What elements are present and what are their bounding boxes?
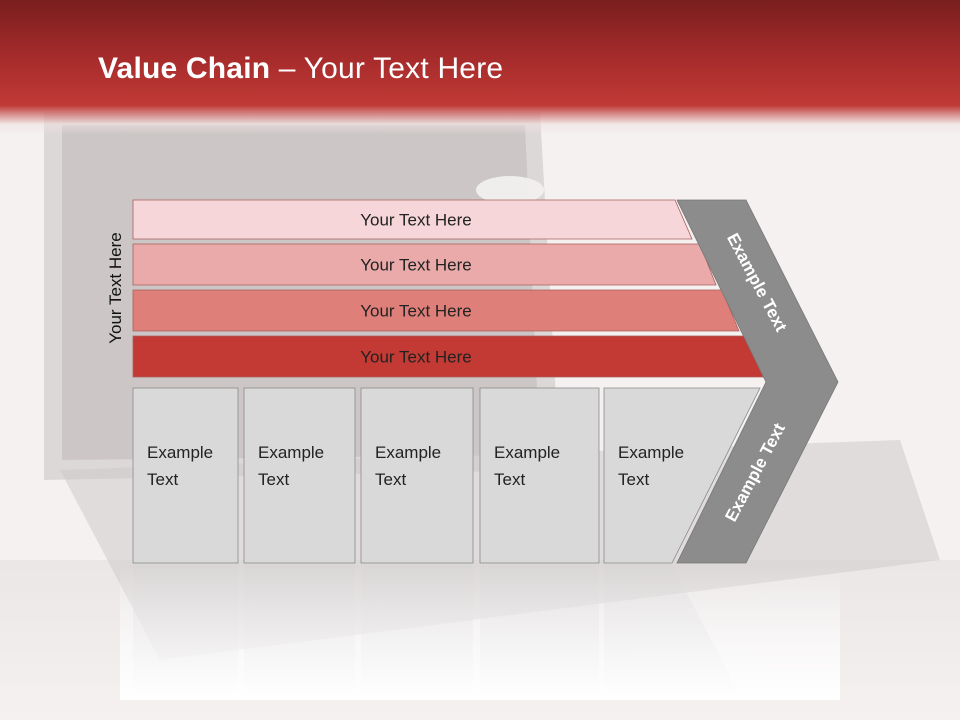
column-box-3: [360, 387, 474, 564]
title-bold: Value Chain: [98, 52, 271, 85]
column-label-line2-2: Text: [258, 470, 289, 489]
reflection-fade: [120, 565, 840, 700]
band-label-1: Your Text Here: [360, 211, 472, 230]
title-rest: – Your Text Here: [270, 52, 504, 85]
column-box-5: [603, 387, 761, 564]
column-label-line2-1: Text: [147, 470, 178, 489]
header-bar: [0, 0, 960, 135]
column-label-line1-5: Example: [618, 443, 684, 462]
column-box-4: [479, 387, 600, 564]
column-label-line1-4: Example: [494, 443, 560, 462]
column-label-line1-2: Example: [258, 443, 324, 462]
band-label-2: Your Text Here: [360, 256, 472, 275]
band-label-4: Your Text Here: [360, 348, 472, 367]
column-label-line2-5: Text: [618, 470, 649, 489]
band-2: [132, 243, 717, 286]
band-4: [132, 335, 764, 378]
band-label-3: Your Text Here: [360, 302, 472, 321]
column-label-line1-3: Example: [375, 443, 441, 462]
band-3: [132, 289, 740, 332]
chevron-arrow: [676, 199, 839, 564]
column-label-line1-1: Example: [147, 443, 213, 462]
column-label-line2-4: Text: [494, 470, 525, 489]
column-label-line2-3: Text: [375, 470, 406, 489]
column-box-1: [132, 387, 239, 564]
column-box-2: [243, 387, 356, 564]
band-1: [132, 199, 693, 240]
slide-title: Value Chain – Your Text Here: [98, 52, 503, 86]
